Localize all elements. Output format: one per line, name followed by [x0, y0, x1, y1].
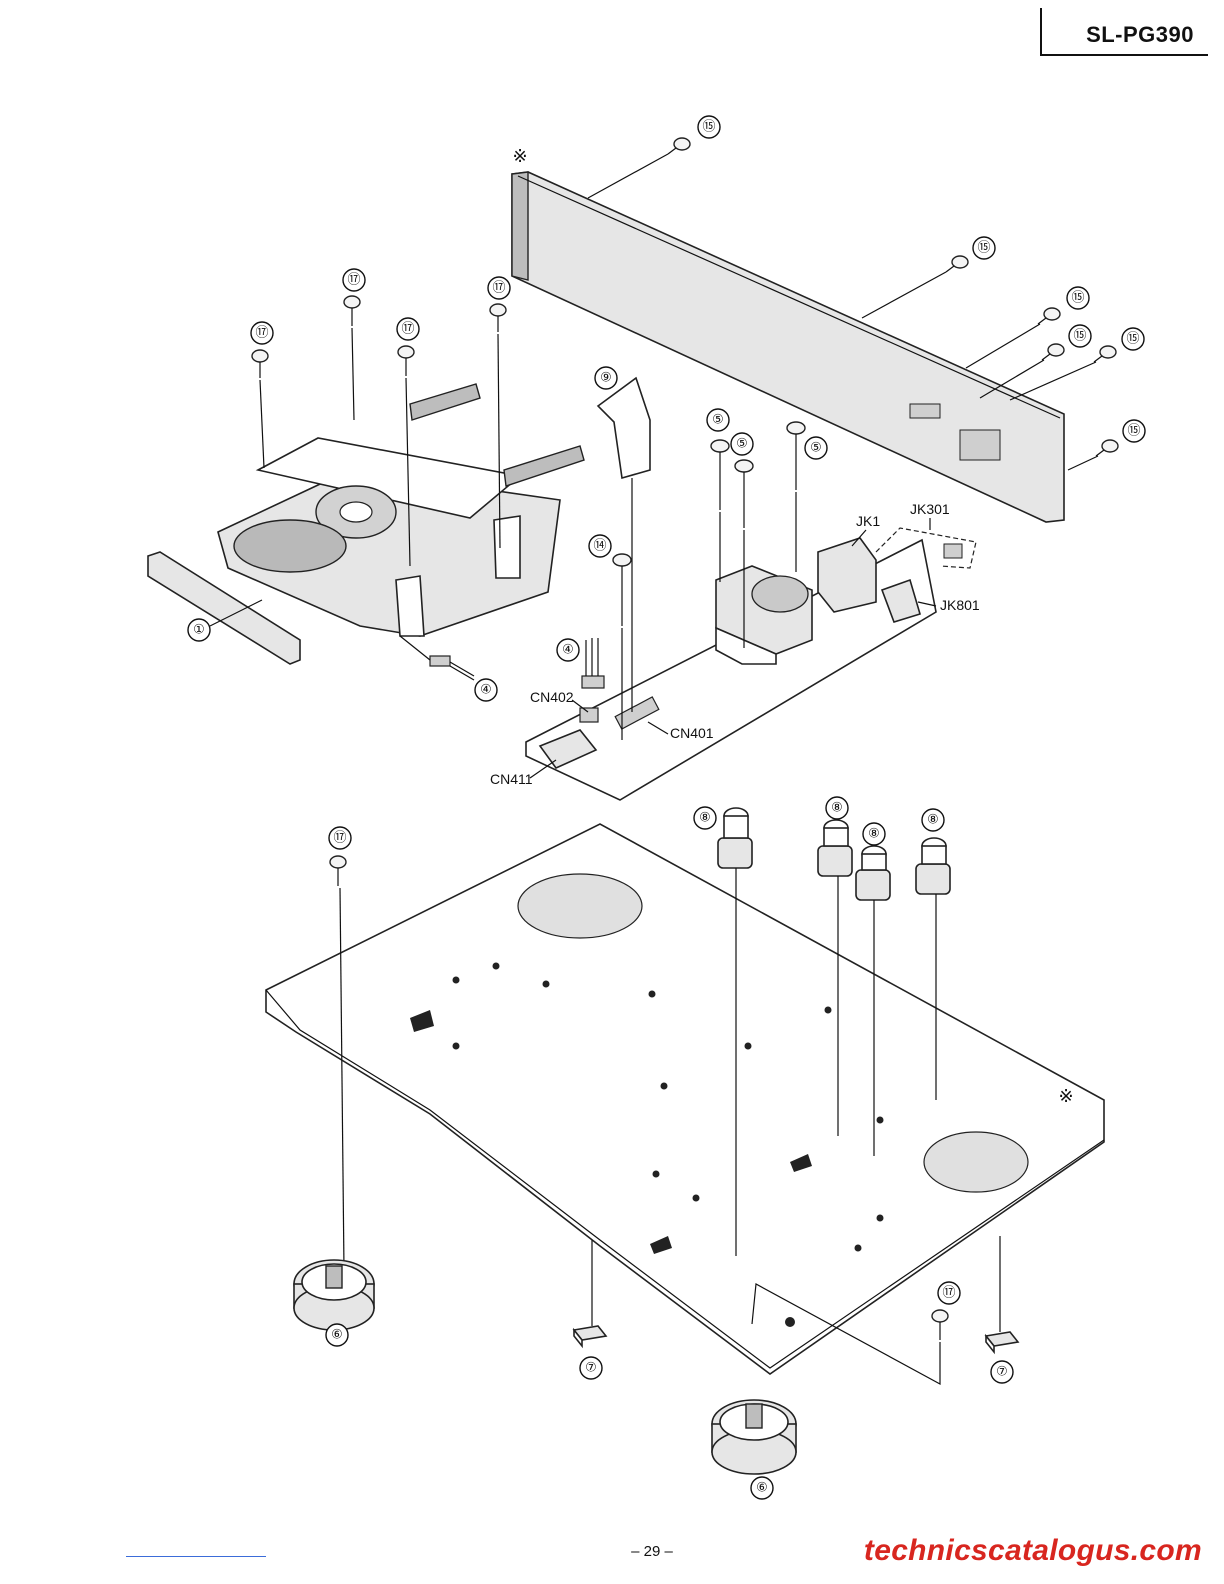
flat-cable-4-left [400, 636, 474, 680]
svg-text:⑮: ⑮ [1127, 424, 1140, 439]
svg-text:⑧: ⑧ [831, 801, 843, 816]
footer-link-underline [126, 1556, 266, 1557]
label-jk801: JK801 [940, 597, 980, 613]
connector-4-center [582, 638, 604, 688]
bottom-chassis [266, 824, 1104, 1374]
callout-4-left: ④ [475, 679, 497, 701]
panel-ref-mark: ※ [512, 146, 527, 167]
svg-text:⑤: ⑤ [712, 413, 724, 428]
label-cn402: CN402 [530, 689, 574, 705]
svg-text:⑮: ⑮ [702, 120, 715, 135]
svg-text:⑮: ⑮ [1126, 332, 1139, 347]
foot-6-right [712, 1400, 796, 1474]
svg-text:⑰: ⑰ [347, 273, 360, 288]
svg-text:⑤: ⑤ [810, 441, 822, 456]
svg-text:⑮: ⑮ [1071, 291, 1084, 306]
label-cn411: CN411 [490, 771, 533, 787]
label-jk1: JK1 [856, 513, 880, 529]
callout-17-upper: ⑰ ⑰ ⑰ ⑰ [251, 269, 510, 344]
callout-6: ⑥ ⑥ [326, 1324, 773, 1499]
pad-7-right [986, 1236, 1018, 1352]
label-jk301: JK301 [910, 501, 950, 517]
screw-17-lower-left [330, 856, 346, 1270]
svg-text:⑮: ⑮ [977, 241, 990, 256]
svg-text:⑥: ⑥ [756, 1481, 768, 1496]
callout-9: ⑨ [595, 367, 617, 389]
watermark: technicscatalogus.com [864, 1534, 1202, 1568]
jack-jk1 [818, 538, 876, 612]
page-number: – 29 – [612, 1543, 692, 1560]
svg-text:⑥: ⑥ [331, 1328, 343, 1343]
foot-6-left [294, 1260, 374, 1330]
svg-text:⑧: ⑧ [927, 813, 939, 828]
svg-text:⑰: ⑰ [255, 326, 268, 341]
svg-text:⑨: ⑨ [600, 371, 612, 386]
svg-text:⑦: ⑦ [585, 1361, 597, 1376]
svg-text:⑰: ⑰ [492, 281, 505, 296]
svg-text:④: ④ [562, 643, 574, 658]
cd-mechanism [218, 384, 584, 636]
svg-text:⑧: ⑧ [699, 811, 711, 826]
svg-text:⑧: ⑧ [868, 827, 880, 842]
svg-text:⑰: ⑰ [333, 831, 346, 846]
callout-7: ⑦ ⑦ [580, 1357, 1013, 1383]
callout-4-center: ④ [557, 639, 579, 661]
svg-text:⑰: ⑰ [942, 1286, 955, 1301]
pad-7-left [574, 1240, 606, 1346]
label-cn401: CN401 [670, 725, 714, 741]
svg-text:⑭: ⑭ [593, 539, 606, 554]
svg-text:⑦: ⑦ [996, 1365, 1008, 1380]
svg-text:⑤: ⑤ [736, 437, 748, 452]
svg-text:⑮: ⑮ [1073, 329, 1086, 344]
svg-text:④: ④ [480, 683, 492, 698]
chassis-ref-mark: ※ [1058, 1086, 1073, 1107]
callout-14: ⑭ [589, 535, 611, 557]
svg-text:⑰: ⑰ [401, 322, 414, 337]
rear-panel [512, 172, 1064, 522]
svg-text:①: ① [193, 623, 205, 638]
